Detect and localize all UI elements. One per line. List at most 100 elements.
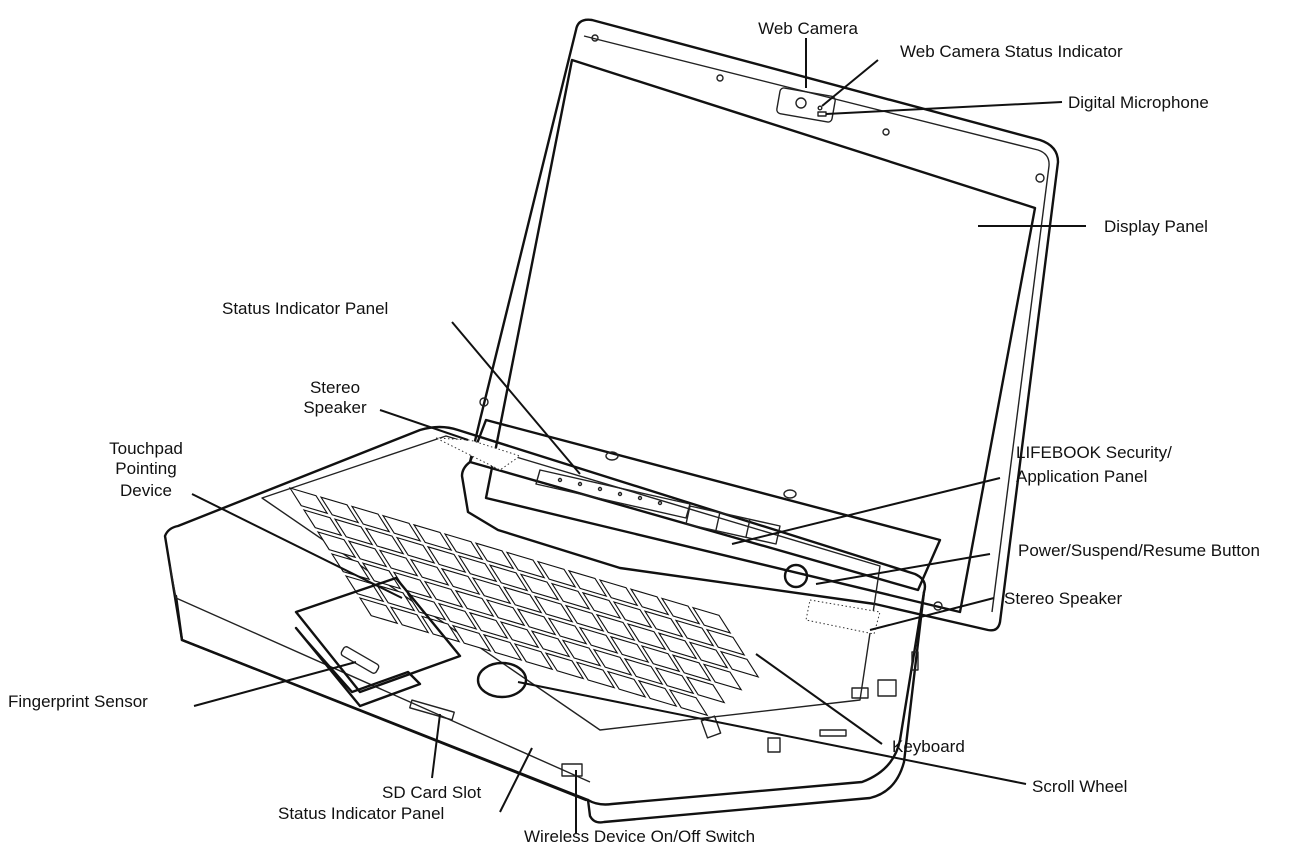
keyboard-key [505,551,546,579]
label-touchpad-1: Touchpad [109,439,183,458]
keyboard-key [575,661,616,689]
callout-labels: Web Camera Web Camera Status Indicator D… [8,19,1260,846]
keyboard-key [468,611,509,640]
keyboard-key [629,588,670,616]
keyboard-keys [288,487,760,717]
keyboard-key [288,487,329,515]
keyboard-key [488,564,529,592]
keyboard-key [719,650,760,678]
label-scroll-wheel: Scroll Wheel [1032,777,1127,796]
power-button [783,563,809,589]
keyboard-key [389,606,430,634]
keyboard-key [685,676,726,704]
keyboard-key [688,641,729,669]
keyboard-key [330,553,371,581]
keyboard-key [347,540,388,568]
keyboard-key [454,589,495,618]
keyboard-key [530,630,571,658]
keyboard-key [578,626,619,654]
keyboard-key [361,562,402,590]
label-web-camera: Web Camera [758,19,858,38]
keyboard-key [668,689,709,717]
label-stereo-speaker-left-2: Speaker [303,398,367,417]
keyboard-key [499,621,540,649]
label-lifebook-1: LIFEBOOK Security/ [1016,443,1172,462]
status-indicator-dots [557,477,663,506]
keyboard-key [544,652,585,680]
keyboard-key [660,597,701,625]
keyboard-key [640,645,681,673]
keyboard-key [705,628,746,656]
label-stereo-speaker-right: Stereo Speaker [1004,589,1122,608]
keyboard-key [643,610,684,638]
keyboard-key [482,633,523,662]
web-camera-lens [795,97,807,109]
keyboard-key [513,643,554,671]
keyboard-key [623,657,664,686]
wireless-switch-body [561,763,583,777]
keyboard-key [581,591,622,620]
label-web-camera-status-indicator: Web Camera Status Indicator [900,42,1123,61]
keyboard-key [451,624,492,652]
keyboard-key [561,639,602,667]
label-touchpad-3: Device [120,481,172,500]
keyboard-key [395,536,436,564]
label-display-panel: Display Panel [1104,217,1208,236]
keyboard-key [350,505,391,533]
keyboard-key [502,586,543,614]
display-panel-screen [484,58,1037,614]
scroll-wheel [476,661,528,699]
keyboard-key [550,582,591,610]
label-wireless-switch: Wireless Device On/Off Switch [524,827,755,846]
keyboard-key [674,619,715,647]
keyboard-key [609,635,650,664]
keyboard-key [319,496,360,524]
keyboard-key [519,573,560,601]
keyboard-key [412,523,453,552]
microphone-slot [817,111,827,117]
keyboard-key [533,595,574,623]
keyboard-key [612,601,653,629]
keyboard-key [437,602,478,630]
label-touchpad-2: Pointing [115,459,176,478]
keyboard-key [691,606,732,634]
right-speaker-grille [805,599,881,635]
keyboard-key [702,663,743,691]
keyboard-key [440,567,481,596]
keyboard-key [364,527,405,555]
keyboard-key [626,623,667,651]
touchpad [294,576,462,694]
keyboard-key [443,533,484,561]
camera-status-led [817,105,823,111]
keyboard-key [657,632,698,660]
hinge [468,418,942,592]
left-speaker-grille [435,437,522,471]
leader-lines [191,38,1086,834]
label-lifebook-2: Application Panel [1016,467,1147,486]
keyboard-key [409,558,450,586]
label-status-indicator-panel-top: Status Indicator Panel [222,299,388,318]
keyboard-key [564,604,605,632]
label-power-button: Power/Suspend/Resume Button [1018,541,1260,560]
keyboard-key [536,560,577,588]
label-digital-microphone: Digital Microphone [1068,93,1209,112]
display-lid [460,18,1060,632]
label-status-indicator-panel-bottom: Status Indicator Panel [278,804,444,823]
keyboard-key [375,584,416,612]
keyboard-key [485,599,526,627]
keyboard-key [592,648,633,676]
label-stereo-speaker-left-1: Stereo [310,378,360,397]
web-camera-module [776,87,836,123]
status-indicator-strip [535,469,691,519]
keyboard-key [474,542,515,570]
touchpad-buttons [294,626,422,708]
base-deck [163,425,927,806]
keyboard-key [358,597,399,625]
keyboard-key [302,509,343,537]
keyboard-key [457,555,498,583]
keyboard-key [516,608,557,636]
label-fingerprint-sensor: Fingerprint Sensor [8,692,148,711]
keyboard-key [381,514,422,542]
keyboard-key [426,545,467,574]
